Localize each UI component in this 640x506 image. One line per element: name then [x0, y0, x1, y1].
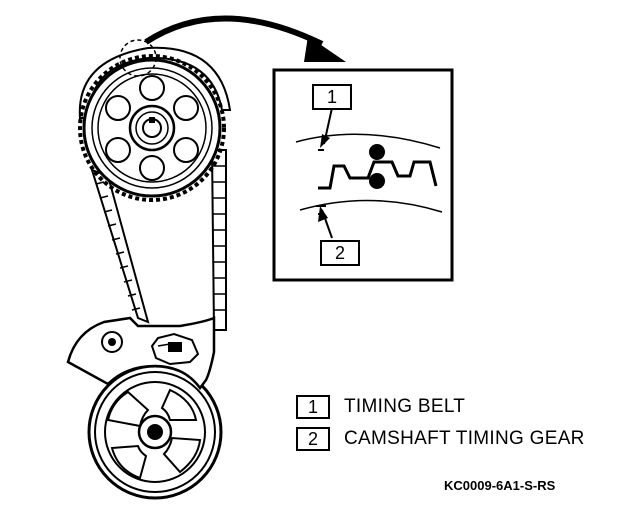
legend-number: 1: [307, 396, 318, 417]
belt-teeth: [95, 165, 225, 311]
gear-hole: [139, 75, 165, 101]
legend-number-box: 1: [296, 395, 330, 419]
gear-hole: [173, 137, 199, 163]
gear-hole: [173, 95, 199, 121]
legend-number: 2: [307, 428, 318, 449]
legend-label: TIMING BELT: [344, 396, 466, 417]
callout-2-box: 2: [320, 240, 360, 266]
figure-code: KC0009-6A1-S-RS: [444, 478, 556, 493]
callout-1-label: 1: [326, 86, 337, 107]
timing-mark-circle: [119, 39, 157, 77]
crankshaft-pulley: [87, 364, 223, 500]
detail-arrow: [144, 15, 346, 62]
timing-dot-lower: [369, 173, 385, 189]
camshaft-timing-gear: [78, 39, 226, 202]
callout-2-label: 2: [334, 242, 345, 263]
gear-hole: [139, 155, 165, 181]
legend-number-box: 2: [296, 427, 330, 451]
timing-dot-upper: [369, 144, 385, 160]
gear-hole: [105, 137, 131, 163]
gear-tooth-profile: [318, 160, 438, 190]
timing-cover: [66, 316, 216, 391]
legend-item-timing-belt: 1 TIMING BELT: [296, 394, 465, 420]
detail-inset: [272, 68, 454, 282]
gear-hole: [105, 95, 131, 121]
callout-1-box: 1: [312, 84, 352, 110]
legend-label: CAMSHAFT TIMING GEAR: [344, 428, 585, 449]
legend-item-camshaft-timing-gear: 2 CAMSHAFT TIMING GEAR: [296, 426, 585, 452]
